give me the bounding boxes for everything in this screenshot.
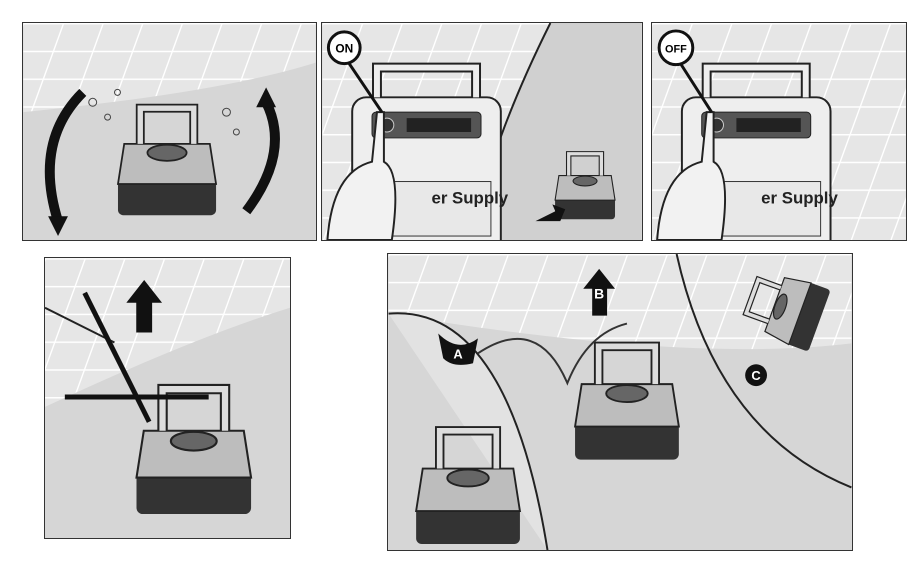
rotation-arrow-right-icon — [242, 100, 280, 215]
direction-arrow-icon — [535, 204, 566, 222]
lift-arrow-icon — [126, 279, 163, 333]
on-callout: ON — [335, 42, 353, 56]
tilt-arrow-icon — [438, 333, 478, 365]
panel-cleaning — [22, 22, 317, 241]
panel-remove-robot: B A C — [387, 253, 853, 551]
panel-power-off: OFF er Supply — [651, 22, 907, 241]
panel-power-on: ON er Supply — [321, 22, 643, 241]
panel-do-not-pull-cable — [44, 257, 291, 539]
prohibited-cross-icon — [64, 291, 209, 423]
step-c-label: C — [751, 368, 760, 383]
step-b-label: B — [594, 286, 604, 302]
rotation-arrow-left-icon — [44, 88, 87, 223]
step-a-label: A — [453, 346, 462, 361]
power-supply-label: er Supply — [761, 188, 838, 207]
power-supply-label: er Supply — [431, 188, 508, 207]
off-callout: OFF — [665, 44, 687, 56]
